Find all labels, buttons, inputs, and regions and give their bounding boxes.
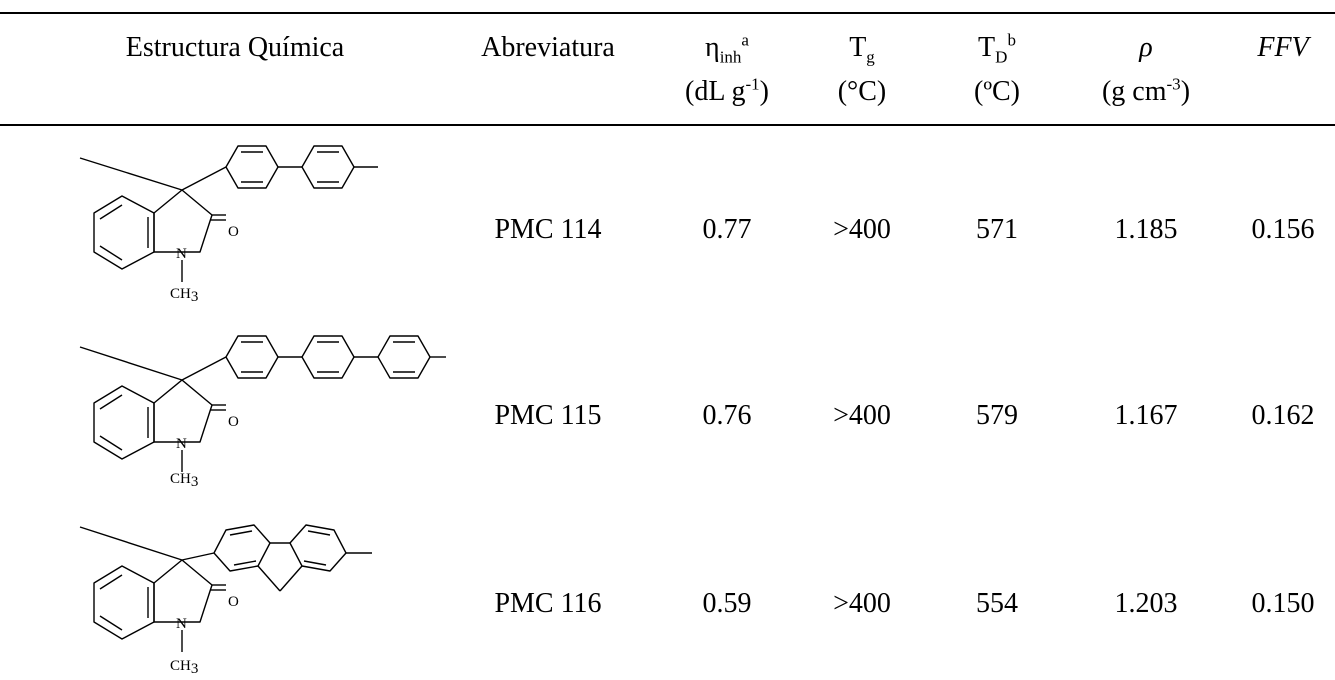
td-symbol: T: [978, 32, 996, 63]
rho-unit-end: ): [1180, 76, 1191, 107]
header-td: TDb: [978, 30, 1016, 66]
cell-tg: >400: [833, 214, 891, 245]
cell-td: 579: [976, 400, 1018, 431]
cell-eta: 0.59: [702, 588, 752, 619]
header-eta-unit: (dL g-1): [685, 74, 769, 110]
cell-eta: 0.76: [702, 400, 752, 431]
methyl-label: CH3: [170, 471, 198, 490]
cell-ffv: 0.162: [1251, 400, 1315, 431]
structure-fluorene-oxindole: O N CH3: [79, 524, 372, 677]
cell-eta: 0.77: [702, 214, 752, 245]
tg-symbol: T: [849, 32, 867, 63]
nitrogen-label: N: [176, 436, 187, 452]
methyl-label: CH3: [170, 658, 198, 677]
rho-unit-base: (g cm: [1101, 76, 1167, 107]
header-rho-unit: (g cm-3): [1102, 74, 1190, 110]
cell-rho: 1.203: [1114, 588, 1178, 619]
cell-tg: >400: [833, 588, 891, 619]
header-tg-unit: (°C): [837, 76, 887, 107]
rho-unit-sup: -3: [1166, 74, 1181, 94]
structure-terphenyl-oxindole: O N CH3: [79, 335, 446, 490]
header-structure: Estructura Química: [125, 32, 345, 63]
table-top-rule: [0, 12, 1335, 14]
cell-rho: 1.185: [1114, 214, 1178, 245]
cell-td: 571: [976, 214, 1018, 245]
oxygen-label: O: [228, 224, 239, 240]
cell-td: 554: [976, 588, 1018, 619]
nitrogen-label: N: [176, 616, 187, 632]
structure-biphenyl-oxindole: O N CH3: [79, 145, 378, 305]
td-sub: D: [995, 47, 1008, 67]
nitrogen-label: N: [176, 246, 187, 262]
methyl-label: CH3: [170, 286, 198, 305]
header-eta: ηinha: [705, 30, 749, 66]
eta-sub: inh: [719, 47, 742, 67]
cell-abbreviation: PMC 114: [494, 214, 602, 245]
td-sup: b: [1007, 30, 1016, 50]
cell-rho: 1.167: [1114, 400, 1178, 431]
oxygen-label: O: [228, 594, 239, 610]
tg-sub: g: [866, 47, 875, 67]
header-abbreviation: Abreviatura: [481, 32, 615, 63]
eta-unit-end: ): [759, 76, 769, 107]
eta-symbol: η: [705, 32, 720, 63]
eta-unit-base: (dL g: [685, 76, 746, 107]
oxygen-label: O: [228, 414, 239, 430]
cell-ffv: 0.150: [1251, 588, 1315, 619]
cell-abbreviation: PMC 116: [494, 588, 602, 619]
header-ffv: FFV: [1257, 32, 1309, 63]
cell-ffv: 0.156: [1251, 214, 1315, 245]
header-tg: Tg: [849, 30, 875, 66]
table-header-rule: [0, 124, 1335, 126]
cell-tg: >400: [833, 400, 891, 431]
header-rho: ρ: [1139, 32, 1153, 63]
header-td-unit: (ºC): [973, 76, 1021, 107]
eta-unit-sup: -1: [745, 74, 760, 94]
eta-sup: a: [741, 30, 749, 50]
cell-abbreviation: PMC 115: [494, 400, 602, 431]
